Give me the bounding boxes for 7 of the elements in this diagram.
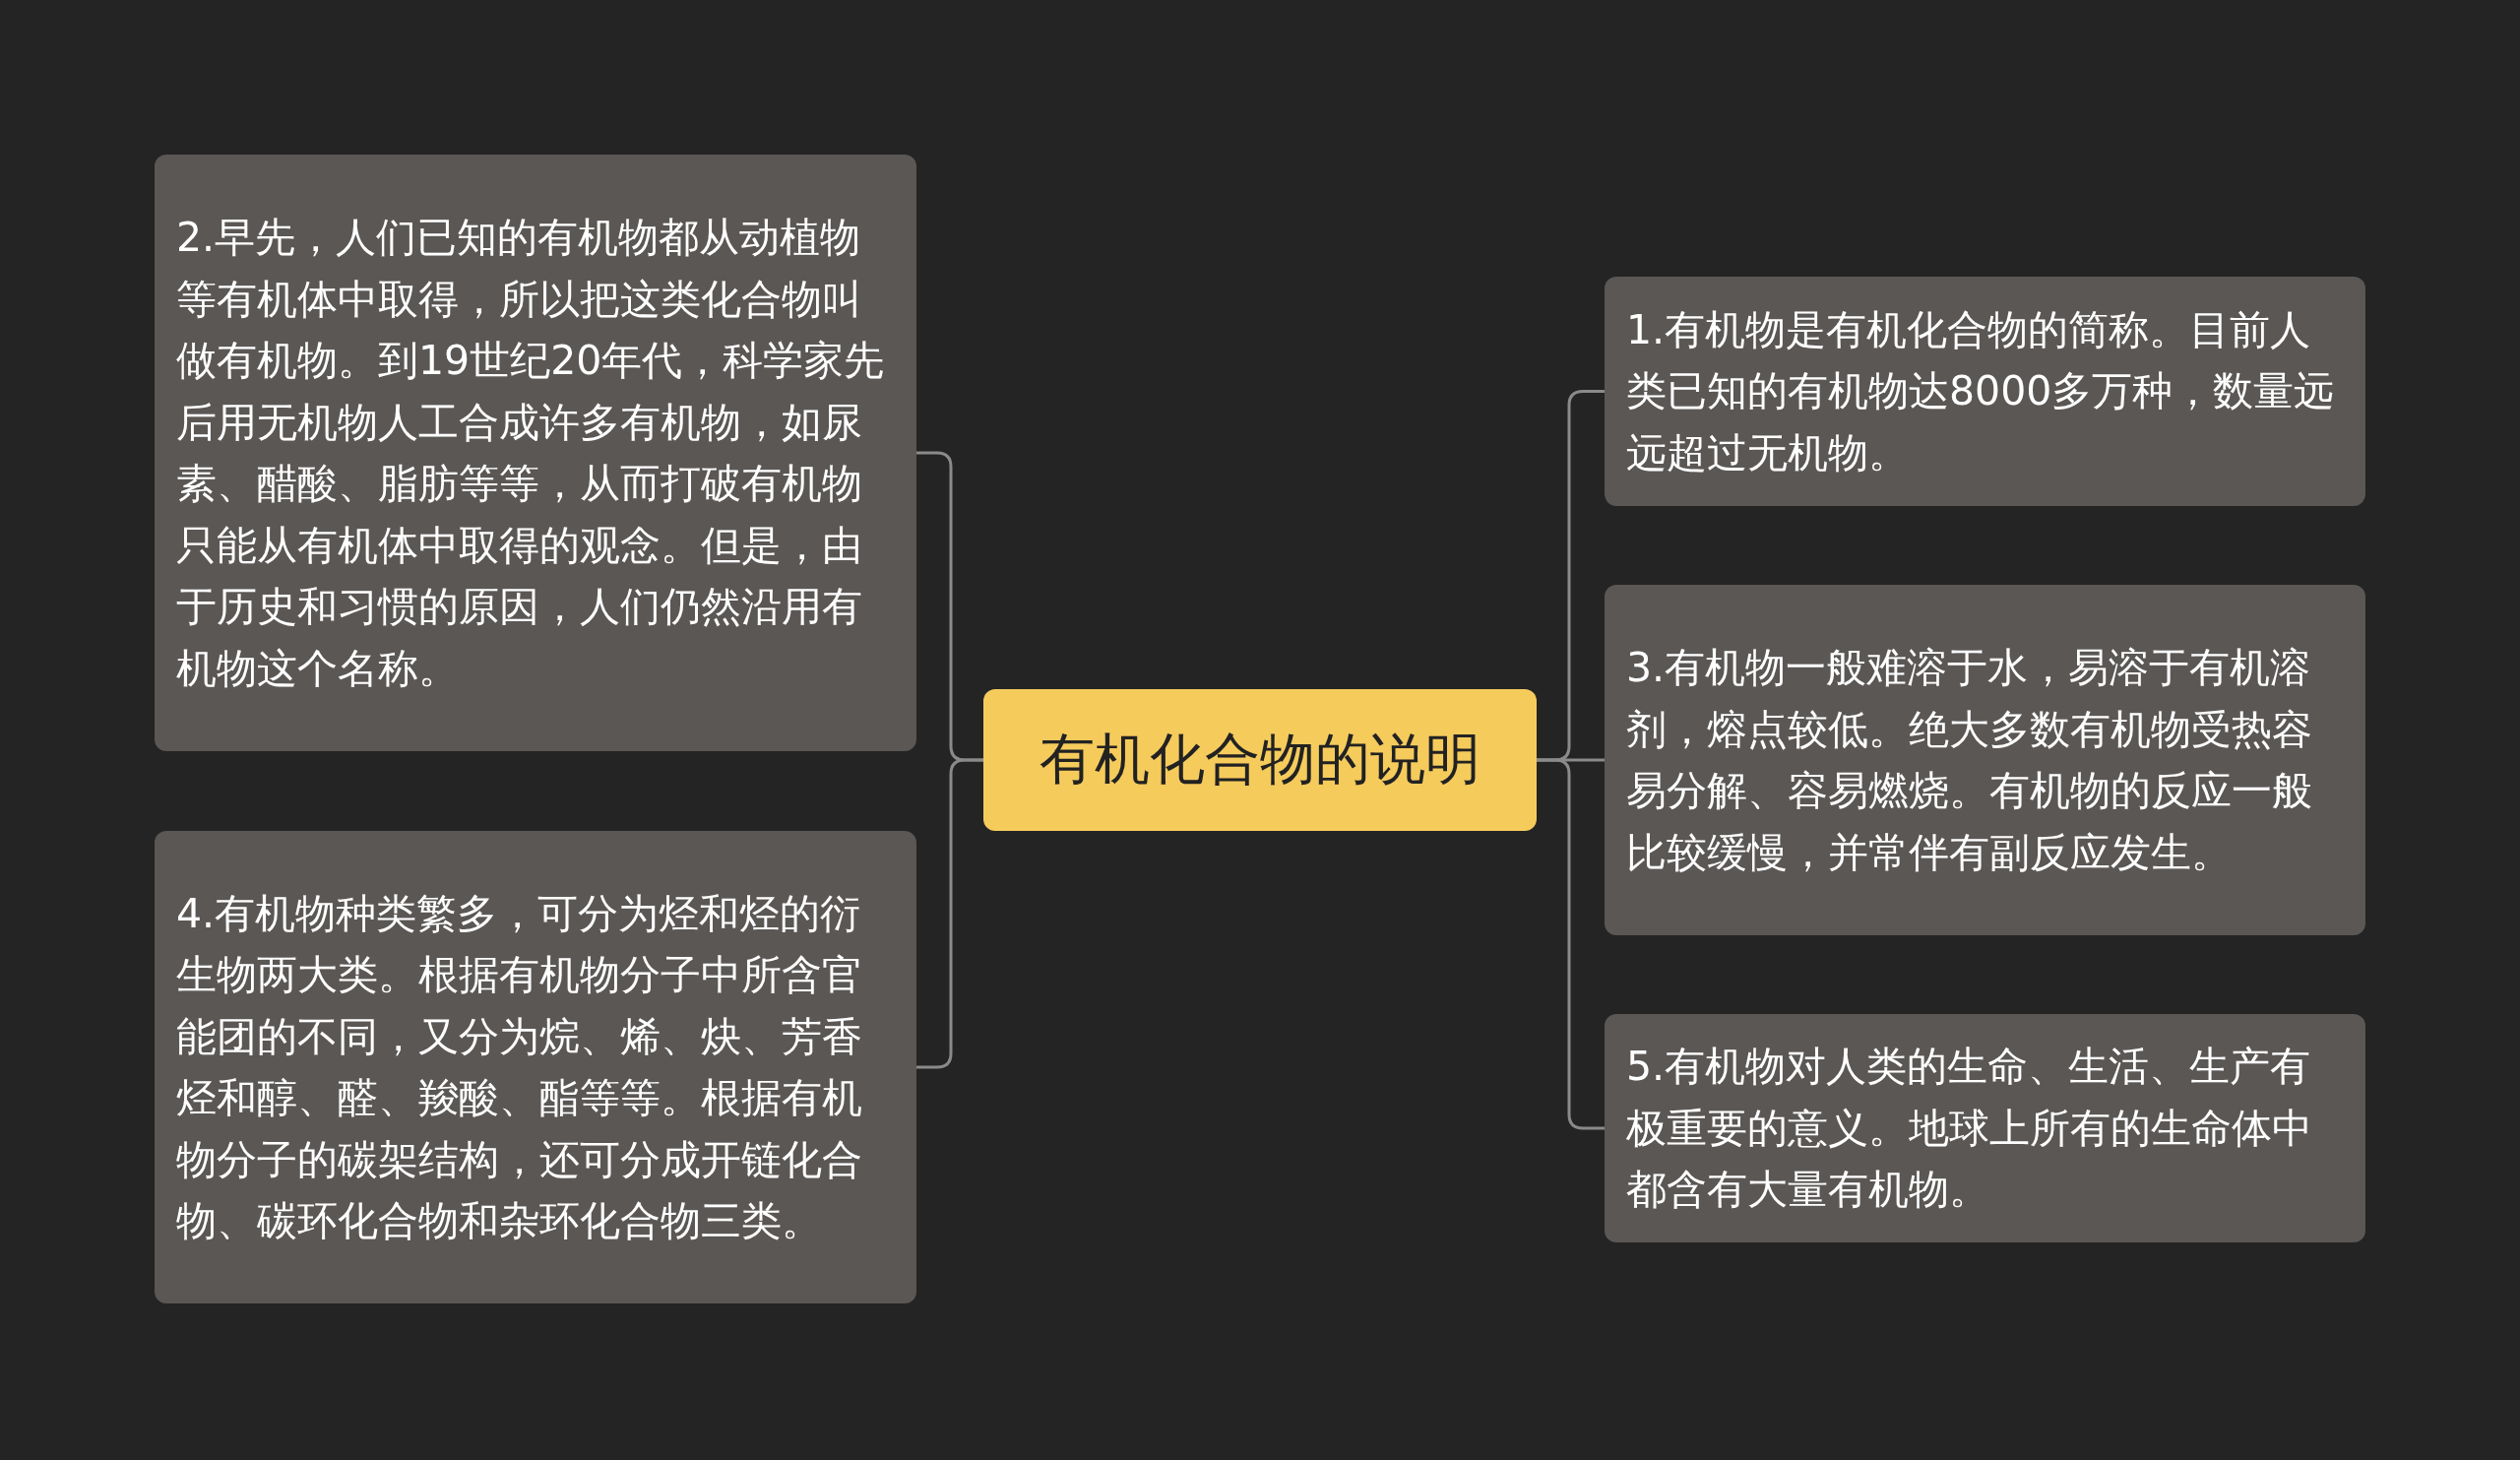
topic-box: 5.有机物对人类的生命、生活、生产有极重要的意义。地球上所有的生命体中都含有大量有机物。 xyxy=(1605,1014,2365,1242)
connector-line xyxy=(916,758,983,1069)
topic-box: 2.早先，人们已知的有机物都从动植物等有机体中取得，所以把这类化合物叫做有机物。到19世纪20年代，科学家先后用无机物人工合成许多有机物，如尿素、醋酸、脂肪等等，从而打破有机物只能从有机体中取得的观念。但是，由于历史和习惯的原因，人们仍然沿用有机物这个名称。 xyxy=(155,155,916,751)
topic-box: 3.有机物一般难溶于水，易溶于有机溶剂，熔点较低。绝大多数有机物受热容易分解、容易燃烧。有机物的反应一般比较缓慢，并常伴有副反应发生。 xyxy=(1605,585,2365,935)
topic-box: 1.有机物是有机化合物的简称。目前人类已知的有机物达8000多万种，数量远远超过无机物。 xyxy=(1605,277,2365,506)
central-topic-box: 有机化合物的说明 xyxy=(983,689,1537,831)
topic-box: 4.有机物种类繁多，可分为烃和烃的衍生物两大类。根据有机物分子中所含官能团的不同，又分为烷、烯、炔、芳香烃和醇、醛、羧酸、酯等等。根据有机物分子的碳架结构，还可分成开链化合物、碳环化合物和杂环化合物三类。 xyxy=(155,831,916,1303)
